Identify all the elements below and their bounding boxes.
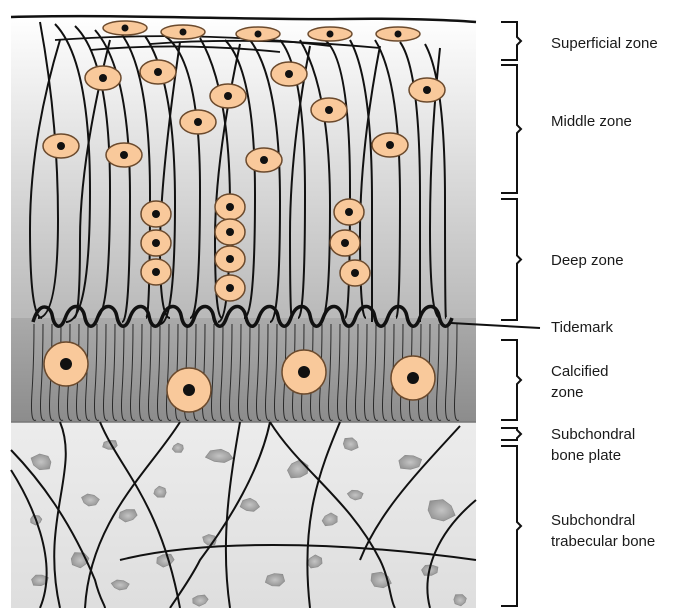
superficial-chondrocyte <box>308 27 352 41</box>
middle-chondrocyte <box>372 133 408 157</box>
subchondral-bone-region <box>11 422 476 608</box>
deep-chondrocyte <box>141 230 171 256</box>
label-subchondral-bone-plate: Subchondral bone plate <box>551 424 635 466</box>
cell-nucleus <box>395 31 402 38</box>
cell-nucleus <box>351 269 359 277</box>
middle-chondrocyte <box>271 62 307 86</box>
cell-nucleus <box>226 255 234 263</box>
calcified-chondrocyte <box>282 350 326 394</box>
cell-nucleus <box>226 284 234 292</box>
middle-chondrocyte <box>85 66 121 90</box>
calcified-chondrocyte <box>44 342 88 386</box>
deep-chondrocyte <box>141 201 171 227</box>
deep-chondrocyte <box>215 275 245 301</box>
calcified-chondrocyte <box>391 356 435 400</box>
middle-chondrocyte <box>210 84 246 108</box>
zone-brackets <box>501 22 521 606</box>
cell-nucleus <box>345 208 353 216</box>
cell-nucleus <box>226 228 234 236</box>
deep-chondrocyte <box>215 194 245 220</box>
cell-nucleus <box>260 156 268 164</box>
deep-chondrocyte <box>215 219 245 245</box>
bracket-icon <box>501 22 521 60</box>
cell-nucleus <box>120 151 128 159</box>
middle-chondrocyte <box>246 148 282 172</box>
deep-chondrocyte <box>330 230 360 256</box>
deep-chondrocyte <box>215 246 245 272</box>
bracket-icon <box>501 65 521 193</box>
calcified-chondrocyte <box>167 368 211 412</box>
cell-nucleus <box>180 29 187 36</box>
cell-nucleus <box>122 25 129 32</box>
superficial-chondrocyte <box>103 21 147 35</box>
cell-nucleus <box>183 384 195 396</box>
cell-nucleus <box>285 70 293 78</box>
bracket-icon <box>501 340 521 420</box>
cell-nucleus <box>325 106 333 114</box>
cartilage-region <box>11 16 476 324</box>
label-tidemark: Tidemark <box>551 317 613 338</box>
cell-nucleus <box>386 141 394 149</box>
superficial-chondrocyte <box>236 27 280 41</box>
middle-chondrocyte <box>409 78 445 102</box>
label-subchondral-trabecular-bone: Subchondral trabecular bone <box>551 510 655 552</box>
cell-nucleus <box>341 239 349 247</box>
label-superficial-zone: Superficial zone <box>551 33 658 54</box>
deep-chondrocyte <box>334 199 364 225</box>
middle-chondrocyte <box>140 60 176 84</box>
deep-chondrocyte <box>141 259 171 285</box>
cell-nucleus <box>99 74 107 82</box>
bracket-icon <box>501 446 521 606</box>
cell-nucleus <box>298 366 310 378</box>
deep-chondrocyte <box>340 260 370 286</box>
cell-nucleus <box>255 31 262 38</box>
bracket-icon <box>501 199 521 320</box>
bracket-icon <box>501 428 521 440</box>
cell-nucleus <box>152 268 160 276</box>
cell-nucleus <box>423 86 431 94</box>
cell-nucleus <box>224 92 232 100</box>
cell-nucleus <box>194 118 202 126</box>
label-deep-zone: Deep zone <box>551 250 624 271</box>
label-calcified-zone: Calcified zone <box>551 361 609 403</box>
middle-chondrocyte <box>180 110 216 134</box>
cell-nucleus <box>327 31 334 38</box>
cell-nucleus <box>407 372 419 384</box>
label-middle-zone: Middle zone <box>551 111 632 132</box>
cell-nucleus <box>60 358 72 370</box>
cell-nucleus <box>152 210 160 218</box>
cell-nucleus <box>57 142 65 150</box>
cell-nucleus <box>226 203 234 211</box>
middle-chondrocyte <box>311 98 347 122</box>
superficial-chondrocyte <box>161 25 205 39</box>
cell-nucleus <box>154 68 162 76</box>
cell-nucleus <box>152 239 160 247</box>
middle-chondrocyte <box>43 134 79 158</box>
middle-chondrocyte <box>106 143 142 167</box>
superficial-chondrocyte <box>376 27 420 41</box>
